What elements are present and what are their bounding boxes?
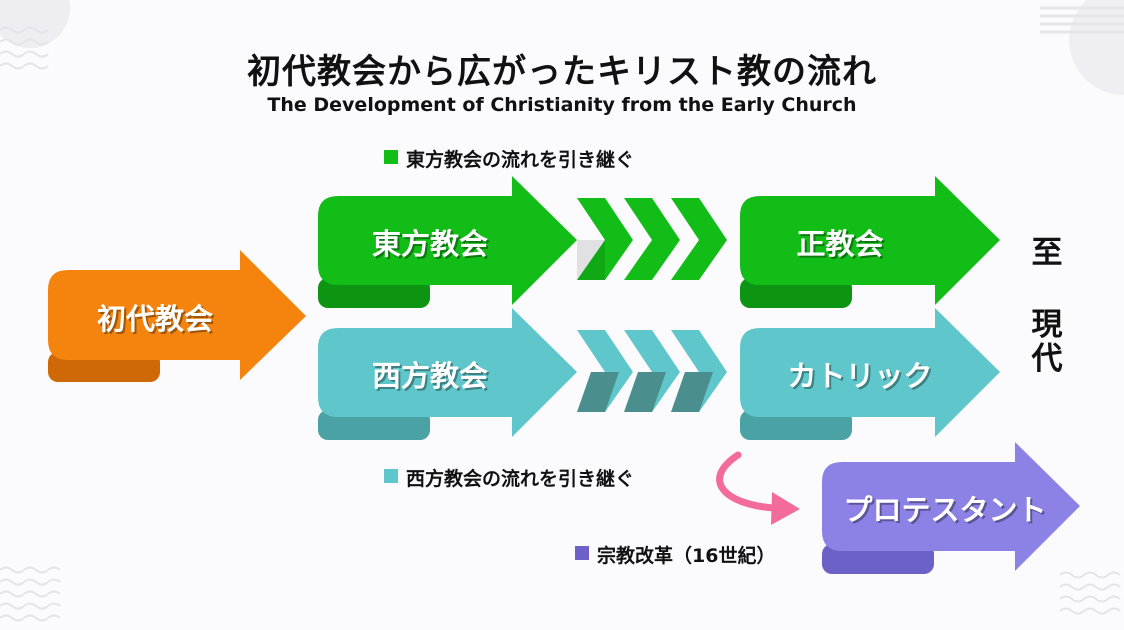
present-label-mid: 現 bbox=[1031, 307, 1063, 343]
protestant-label: プロテスタント bbox=[843, 493, 1047, 527]
orthodox-label: 正教会 bbox=[796, 227, 884, 261]
early-church-arrow bbox=[48, 250, 306, 382]
chevron bbox=[577, 330, 633, 412]
catholic-arrow bbox=[740, 308, 1000, 440]
legend-reformation-label: 宗教改革（16世紀） bbox=[597, 545, 776, 567]
catholic-label: カトリック bbox=[787, 359, 933, 393]
chevron-shadow bbox=[624, 372, 666, 412]
chevron bbox=[577, 198, 633, 280]
chevron-shadow bbox=[671, 372, 713, 412]
present-label-bottom: 代 bbox=[1031, 341, 1063, 377]
legend-swatch-west bbox=[384, 469, 398, 483]
page-title: 初代教会から広がったキリスト教の流れ bbox=[247, 52, 877, 92]
corner-circle bbox=[0, 0, 70, 48]
chevron-shadow bbox=[577, 372, 619, 412]
page-subtitle: The Development of Christianity from the… bbox=[267, 94, 857, 116]
legend-east-label: 東方教会の流れを引き継ぐ bbox=[406, 149, 635, 171]
west-church-arrow bbox=[318, 308, 577, 440]
orthodox-arrow bbox=[740, 176, 1000, 308]
chevron bbox=[671, 198, 727, 280]
chevron bbox=[624, 330, 680, 412]
east-church-arrow bbox=[318, 176, 577, 308]
legend-reformation: 宗教改革（16世紀） bbox=[597, 541, 775, 568]
wave-pattern-bottom-left bbox=[0, 566, 61, 622]
wave-pattern-bottom-right bbox=[1059, 571, 1121, 615]
chevron bbox=[671, 330, 727, 412]
legend-east: 東方教会の流れを引き継ぐ bbox=[406, 145, 634, 172]
east-chevrons bbox=[577, 198, 727, 280]
legend-west-label: 西方教会の流れを引き継ぐ bbox=[406, 468, 635, 490]
legend-swatch-east bbox=[384, 150, 398, 164]
chevron-shadow bbox=[577, 240, 605, 280]
west-church-label: 西方教会 bbox=[371, 359, 488, 393]
protestant-arrow bbox=[822, 442, 1080, 574]
west-chevrons bbox=[577, 330, 727, 412]
early-church-label: 初代教会 bbox=[96, 302, 213, 336]
chevron bbox=[624, 198, 680, 280]
wave-pattern-top-left bbox=[0, 26, 49, 70]
legend-west: 西方教会の流れを引き継ぐ bbox=[406, 464, 634, 491]
reformation-curve-arrow bbox=[716, 451, 800, 525]
east-church-label: 東方教会 bbox=[371, 227, 488, 261]
stripes-top-right bbox=[1040, 6, 1124, 34]
present-label-top: 至 bbox=[1031, 235, 1063, 271]
legend-swatch-reformation bbox=[575, 546, 589, 560]
